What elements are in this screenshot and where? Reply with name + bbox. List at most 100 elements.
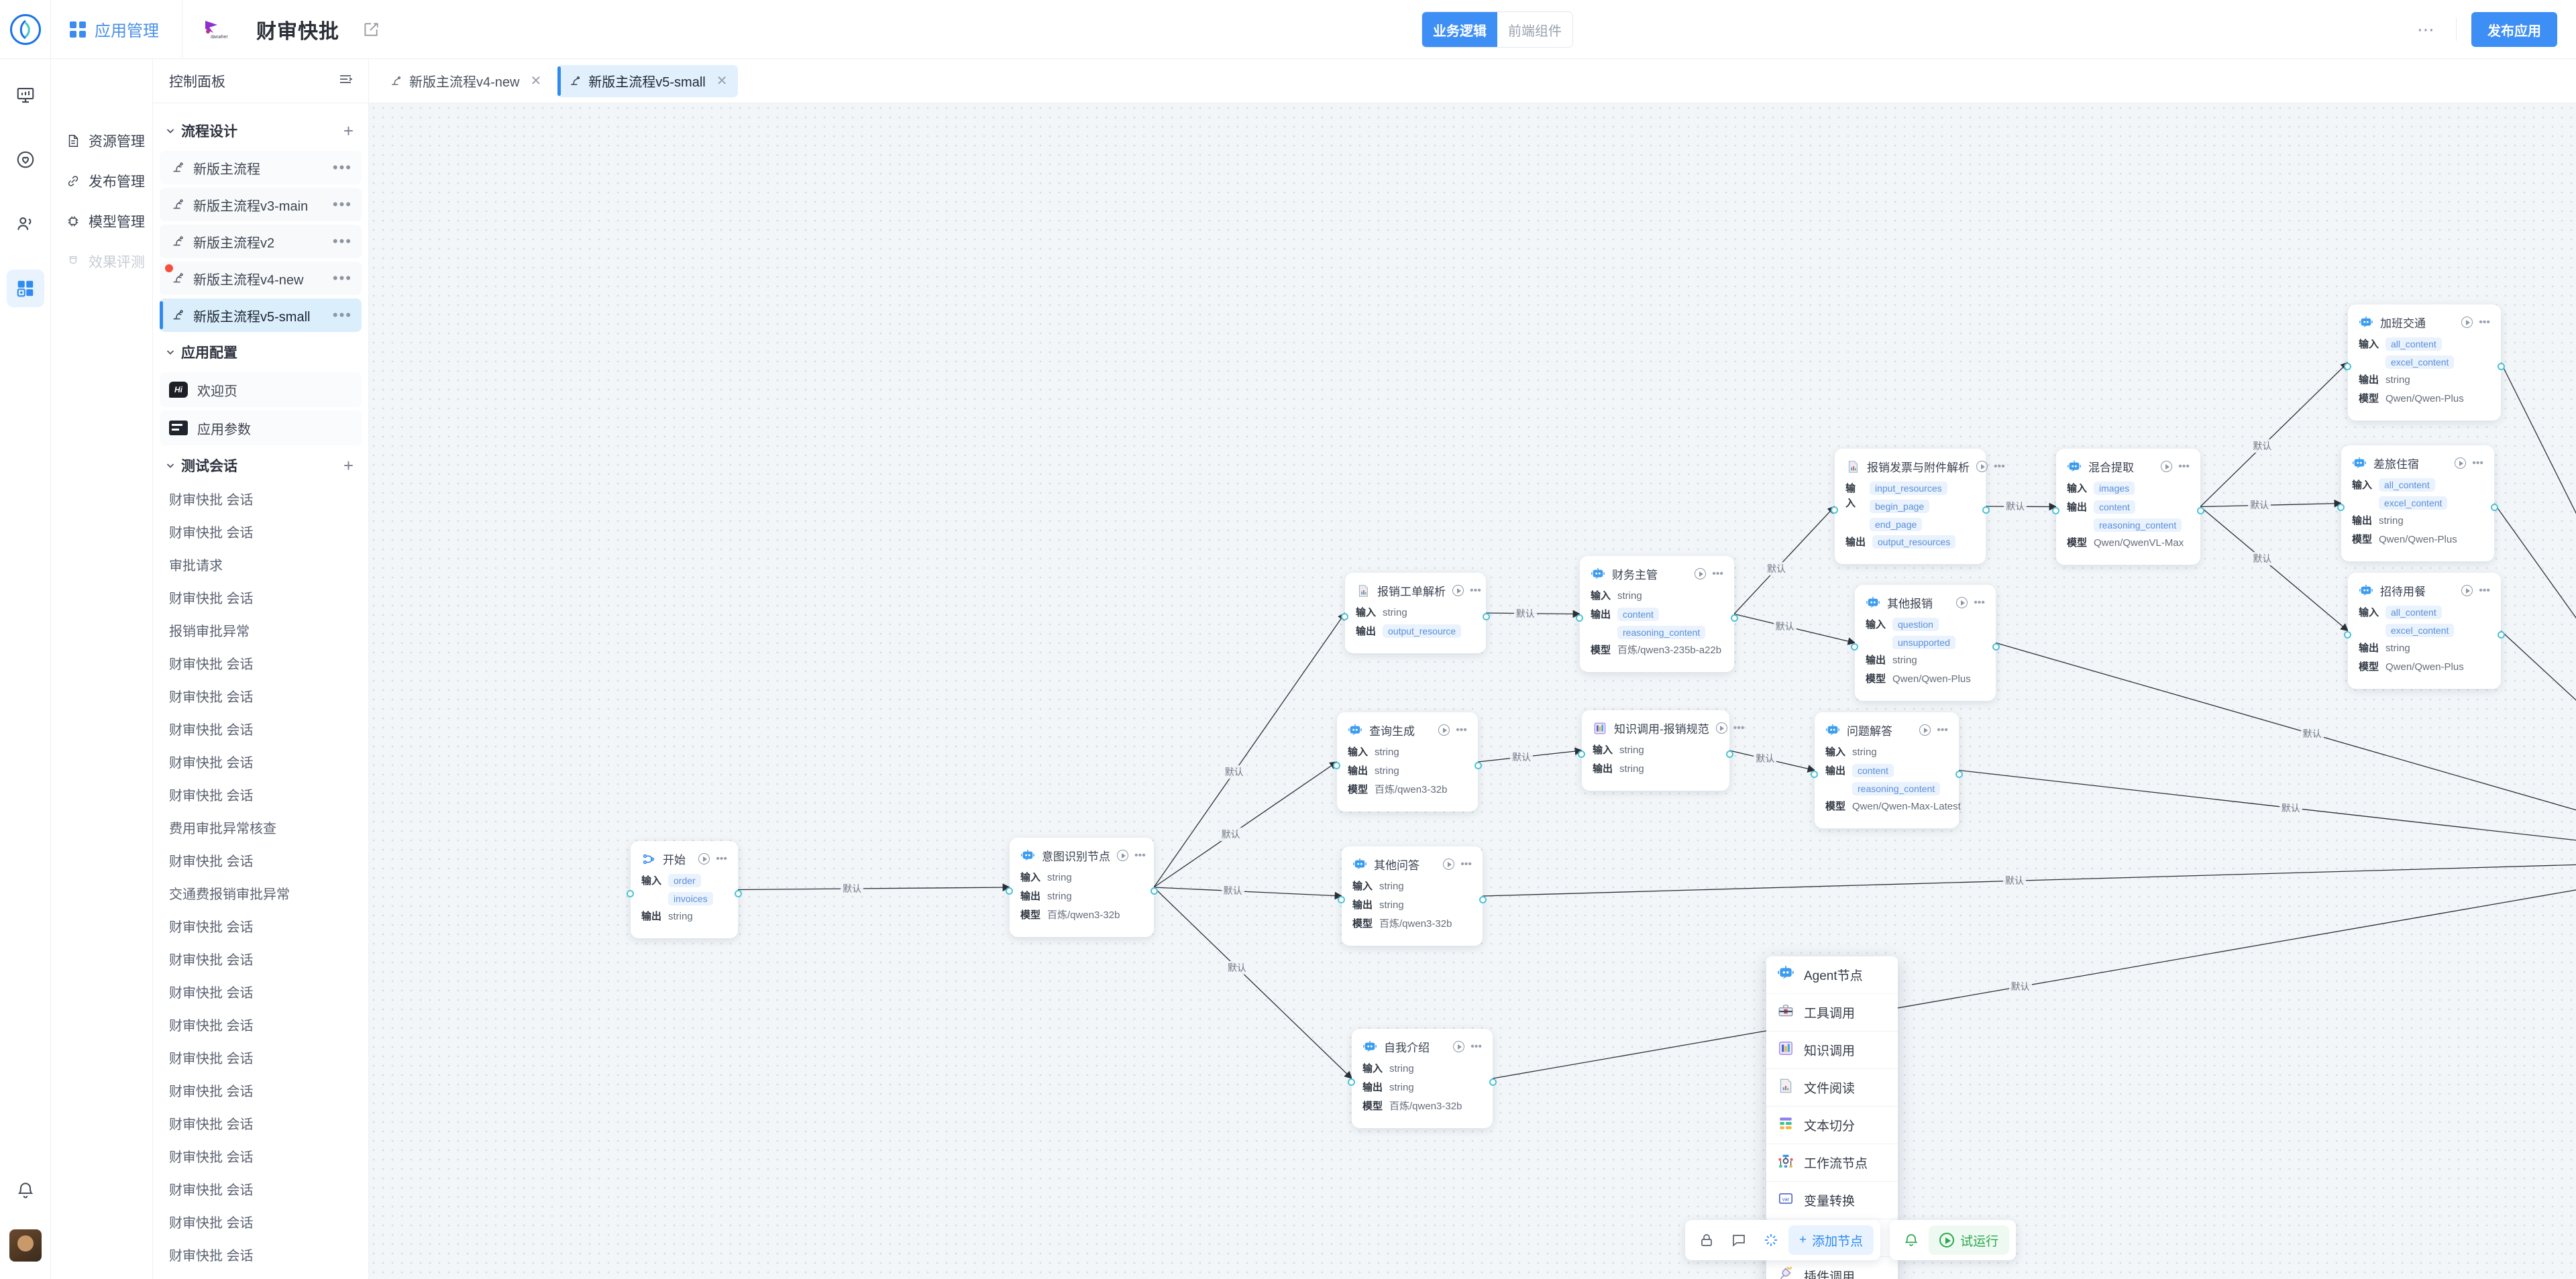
flow-more-icon[interactable]: •••	[332, 159, 352, 176]
node-port-out[interactable]	[1479, 896, 1487, 903]
node-more-icon[interactable]: •••	[2178, 460, 2190, 472]
run-button[interactable]: 试运行	[1929, 1225, 2010, 1255]
session-item[interactable]: 费用审批异常核查	[169, 822, 276, 836]
node-port-out[interactable]	[1726, 750, 1733, 758]
session-item[interactable]: 财审快批 会话	[169, 723, 254, 738]
node-port-out[interactable]	[2491, 503, 2498, 511]
add-flow-button[interactable]: +	[343, 121, 354, 141]
add-menu-item-file-read[interactable]: 文件阅读	[1766, 1069, 1898, 1107]
node-more-icon[interactable]: •••	[1470, 584, 1481, 596]
node-more-icon[interactable]: •••	[2472, 457, 2483, 469]
section-app-config[interactable]: 应用配置	[153, 335, 368, 369]
node-port-out[interactable]	[735, 889, 742, 897]
node-port-out[interactable]	[2498, 362, 2505, 370]
node-port-in[interactable]	[1851, 643, 1858, 651]
editor-tab-1[interactable]: 新版主流程v5-small ✕	[557, 64, 739, 97]
rail-apps-icon[interactable]	[6, 270, 44, 307]
flow-node-reimb-parse[interactable]: 报销工单解析 ••• 输入 string 输出 output_resource	[1341, 573, 1490, 653]
flow-more-icon[interactable]: •••	[332, 270, 352, 286]
node-run-icon[interactable]	[2455, 457, 2467, 469]
add-menu-item-plugin[interactable]: 插件调用	[1766, 1257, 1898, 1279]
config-item-welcome-page[interactable]: Hi 欢迎页	[160, 372, 362, 407]
node-port-in[interactable]	[2052, 506, 2059, 514]
flow-more-icon[interactable]: •••	[332, 233, 352, 249]
node-run-icon[interactable]	[698, 853, 710, 865]
product-logo[interactable]	[0, 0, 51, 59]
tab-close-icon[interactable]: ✕	[530, 74, 542, 89]
node-port-out[interactable]	[2197, 506, 2204, 514]
add-menu-item-knowledge[interactable]: 知识调用	[1766, 1032, 1898, 1069]
session-item[interactable]: 财审快批 会话	[169, 953, 254, 968]
add-menu-item-workflow[interactable]: 工作流节点	[1766, 1144, 1898, 1182]
node-port-out[interactable]	[1982, 506, 1990, 514]
rail-favorites-icon[interactable]	[7, 141, 44, 178]
node-run-icon[interactable]	[1695, 568, 1707, 579]
node-port-in[interactable]	[1831, 506, 1838, 514]
node-more-icon[interactable]: •••	[1456, 724, 1467, 736]
node-port-out[interactable]	[1489, 1078, 1497, 1086]
node-run-icon[interactable]	[1452, 585, 1464, 596]
editor-tab-0[interactable]: 新版主流程v4-new ✕	[378, 65, 552, 97]
bell-icon[interactable]	[1896, 1225, 1926, 1255]
session-item[interactable]: 交通费报销审批异常	[169, 887, 290, 902]
session-item[interactable]: 财审快批 会话	[169, 1085, 254, 1099]
add-menu-item-variable[interactable]: var 变量转换	[1766, 1182, 1898, 1219]
rail-users-icon[interactable]	[7, 205, 44, 243]
flow-node-intent[interactable]: 意图识别节点 ••• 输入 string 输出 string 模型 百炼/qwe…	[1006, 838, 1158, 937]
node-run-icon[interactable]	[2461, 317, 2473, 328]
flow-item-0[interactable]: 新版主流程 •••	[160, 151, 362, 184]
flow-node-self-intro[interactable]: 自我介绍 ••• 输入 string 输出 string 模型 百炼/qwen3…	[1348, 1029, 1497, 1128]
session-item[interactable]: 审批请求	[169, 559, 223, 573]
node-run-icon[interactable]	[1956, 597, 1968, 608]
node-port-in[interactable]	[1006, 887, 1013, 895]
session-item[interactable]: 财审快批 会话	[169, 1216, 254, 1231]
flow-more-icon[interactable]: •••	[332, 307, 352, 323]
rail-dashboard-icon[interactable]	[7, 76, 44, 114]
flow-item-1[interactable]: 新版主流程v3-main •••	[160, 188, 362, 221]
node-port-out[interactable]	[1474, 762, 1482, 769]
app-manager-entry[interactable]: 应用管理	[51, 0, 182, 59]
node-port-out[interactable]	[2498, 630, 2505, 638]
node-run-icon[interactable]	[1117, 850, 1128, 861]
node-port-in[interactable]	[1333, 762, 1340, 769]
node-port-in[interactable]	[627, 889, 634, 897]
session-item[interactable]: 发票审批	[153, 1271, 368, 1279]
session-item[interactable]: 财审快批 会话	[169, 493, 254, 508]
node-port-in[interactable]	[1341, 613, 1348, 620]
node-run-icon[interactable]	[1453, 1041, 1465, 1052]
node-port-in[interactable]	[2344, 630, 2351, 638]
node-run-icon[interactable]	[1919, 724, 1931, 736]
session-item[interactable]: 财审快批 会话	[169, 690, 254, 705]
section-flow-design[interactable]: 流程设计 +	[153, 114, 368, 148]
tab-business-logic[interactable]: 业务逻辑	[1422, 12, 1497, 47]
node-more-icon[interactable]: •••	[1712, 567, 1723, 579]
tab-frontend-components[interactable]: 前端组件	[1497, 12, 1572, 47]
nav-item-model-management[interactable]: 模型管理	[51, 201, 152, 241]
node-more-icon[interactable]: •••	[2479, 316, 2490, 328]
more-options-icon[interactable]: ⋯	[2417, 19, 2436, 40]
session-item[interactable]: 财审快批 会话	[169, 1052, 254, 1066]
node-more-icon[interactable]: •••	[1937, 724, 1948, 736]
flow-node-other-qa[interactable]: 其他问答 ••• 输入 string 输出 string 模型 百炼/qwen3…	[1338, 846, 1487, 946]
nav-item-resource-management[interactable]: 资源管理	[51, 121, 152, 161]
node-port-in[interactable]	[1338, 896, 1345, 903]
node-run-icon[interactable]	[2461, 585, 2473, 596]
node-port-in[interactable]	[2337, 503, 2345, 511]
node-port-out[interactable]	[1150, 887, 1158, 895]
edit-title-icon[interactable]	[362, 21, 380, 38]
session-item[interactable]: 财审快批 会话	[169, 986, 254, 1001]
node-run-icon[interactable]	[1715, 722, 1727, 734]
node-more-icon[interactable]: •••	[1994, 460, 2005, 472]
session-item[interactable]: 财审快批 会话	[169, 854, 254, 869]
node-port-in[interactable]	[1811, 770, 1818, 778]
flow-item-4[interactable]: 新版主流程v5-small •••	[160, 298, 362, 332]
lock-icon[interactable]	[1692, 1225, 1721, 1255]
comment-icon[interactable]	[1724, 1225, 1754, 1255]
